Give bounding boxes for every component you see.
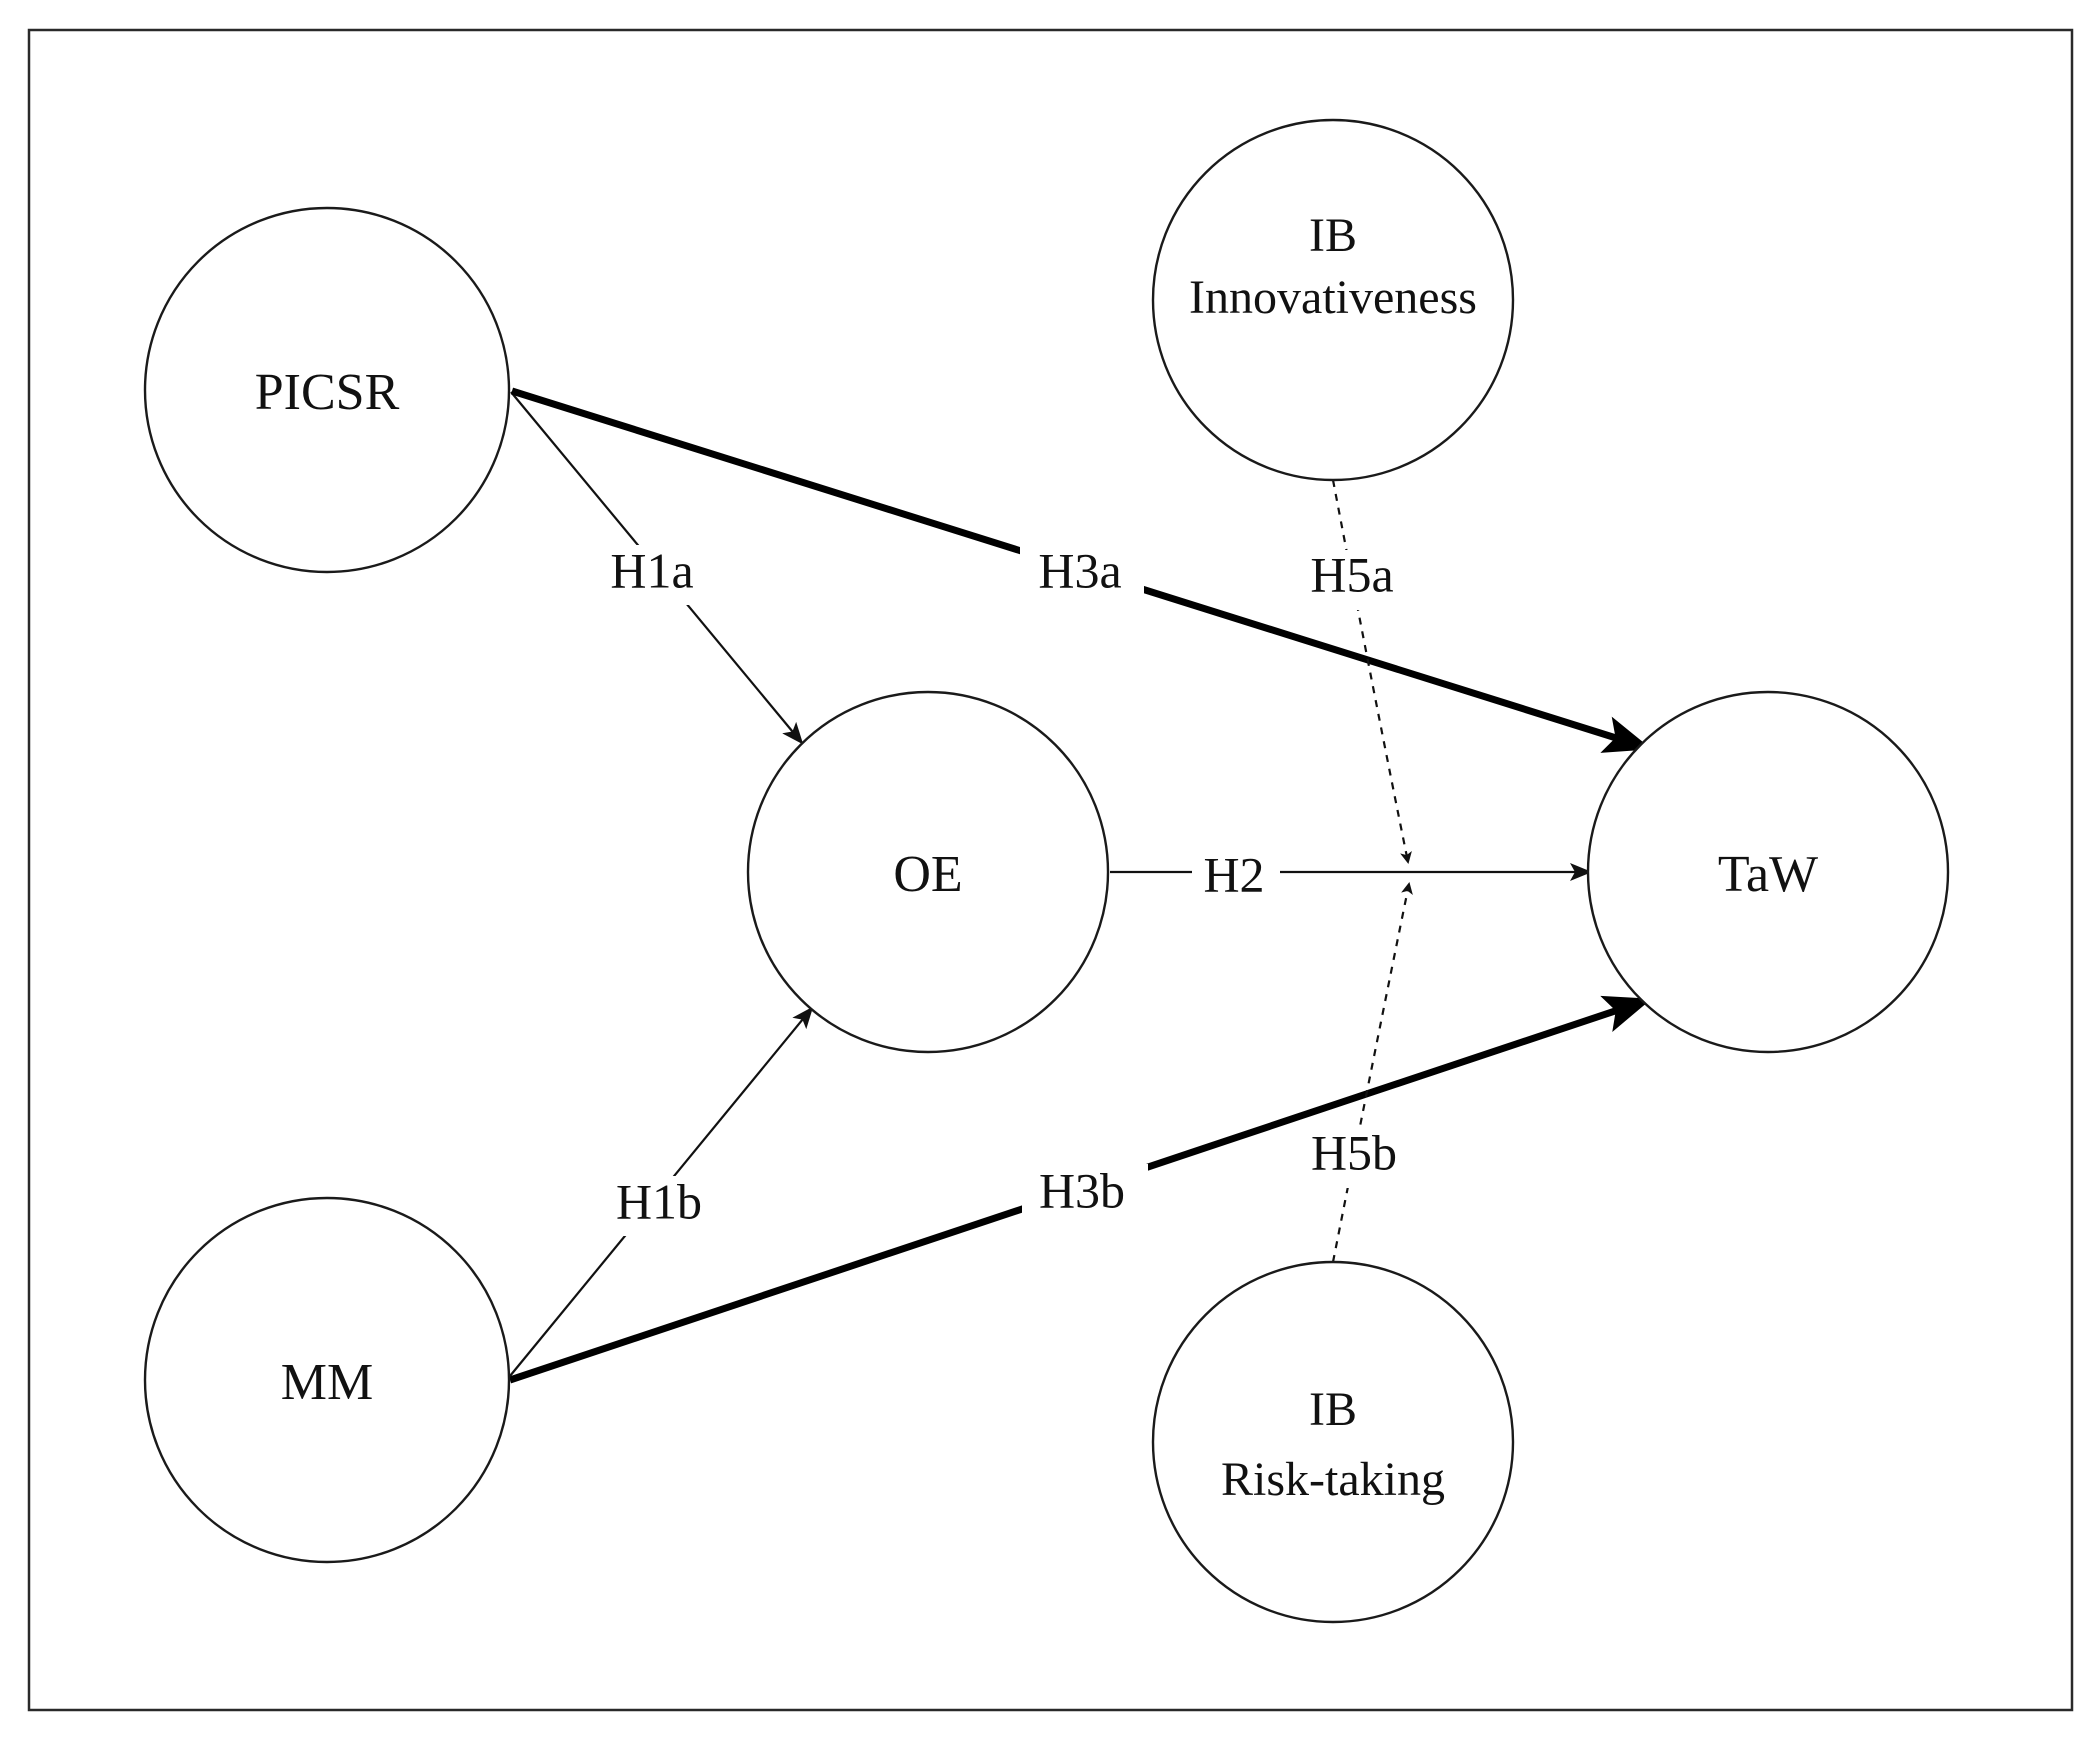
node-mm: MM: [143, 1196, 511, 1564]
edge-label-h1a-group: H1a: [596, 542, 708, 605]
edge-label-h5b: H5b: [1311, 1124, 1397, 1180]
node-ib-innovativeness-line2: Innovativeness: [1189, 271, 1477, 324]
edge-h5a: [1331, 479, 1412, 864]
edge-label-h3a: H3a: [1038, 542, 1121, 598]
node-taw-label: TaW: [1718, 846, 1818, 903]
edge-label-h5b-group: H5b: [1300, 1124, 1408, 1188]
node-picsr-label: PICSR: [255, 364, 400, 421]
edge-label-h2: H2: [1203, 846, 1264, 902]
edge-label-h3b-group: H3b: [1022, 1162, 1148, 1224]
node-oe-label: OE: [893, 846, 962, 903]
node-ib-innovativeness-line1: IB: [1309, 209, 1357, 262]
node-oe: OE: [746, 690, 1110, 1054]
edge-label-h2-group: H2: [1192, 846, 1280, 902]
node-ib-innovativeness: IB Innovativeness: [1151, 118, 1515, 482]
edge-label-h3b: H3b: [1039, 1162, 1125, 1218]
node-ib-risk-taking-line1: IB: [1309, 1383, 1357, 1436]
node-ib-risk-taking: IB Risk-taking: [1151, 1260, 1515, 1624]
edge-label-h1a: H1a: [610, 542, 693, 598]
node-ib-risk-taking-line2: Risk-taking: [1221, 1453, 1445, 1506]
node-mm-label: MM: [281, 1354, 373, 1411]
node-picsr: PICSR: [143, 206, 511, 574]
figure-frame: [27, 28, 2074, 1712]
edge-label-h1b-group: H1b: [602, 1173, 716, 1236]
edge-label-h5a: H5a: [1310, 546, 1393, 602]
node-taw: TaW: [1586, 690, 1950, 1054]
edge-label-h5a-group: H5a: [1298, 546, 1406, 610]
edge-h5b: [1331, 882, 1413, 1263]
edge-label-h1b: H1b: [616, 1173, 702, 1229]
edge-label-h3a-group: H3a: [1020, 542, 1144, 604]
